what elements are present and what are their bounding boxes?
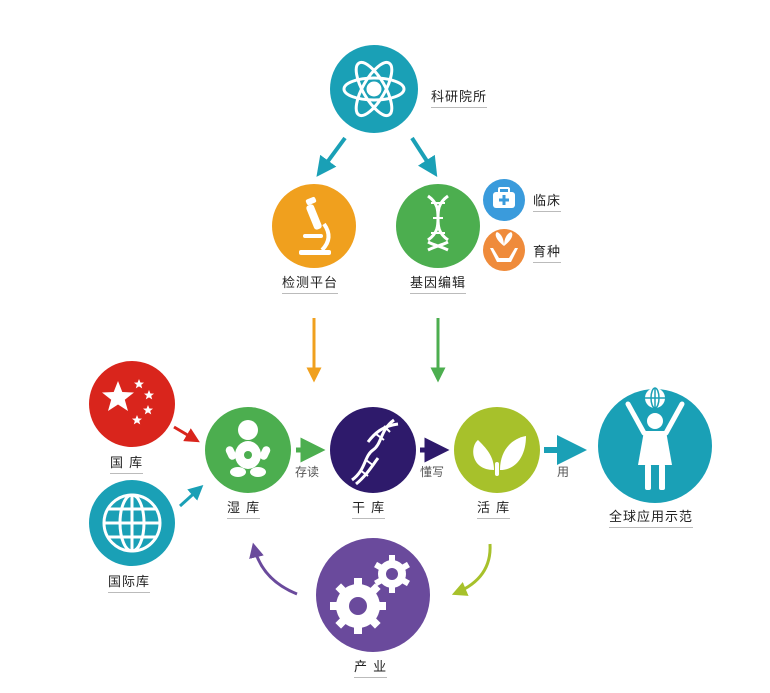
arrow-live-industry: [451, 543, 492, 596]
edge-label-store-read: 存读: [295, 465, 320, 479]
medical-kit-icon: [493, 187, 515, 208]
node-research: [330, 45, 418, 133]
node-international: [89, 480, 175, 566]
globe-icon: [102, 493, 162, 553]
label-wet: 湿 库: [227, 497, 261, 519]
sprout-hands-icon: [490, 232, 518, 262]
label-international: 国际库: [108, 571, 151, 593]
label-national: 国 库: [110, 452, 144, 474]
label-research: 科研院所: [431, 86, 488, 108]
gears-icon: [330, 555, 410, 634]
node-live: [454, 407, 540, 493]
label-breeding: 育种: [533, 241, 562, 263]
arrow-national-wet: [173, 425, 200, 443]
baby-icon: [225, 420, 271, 477]
node-breeding: [483, 229, 525, 271]
label-gene-editing: 基因编辑: [410, 272, 467, 294]
leaves-icon: [473, 436, 526, 476]
atom-icon: [342, 60, 406, 118]
node-clinical: [483, 179, 525, 221]
arrow-international-wet: [178, 484, 204, 508]
node-dry: [330, 407, 416, 493]
node-gene-editing: [396, 184, 480, 268]
person-globe-icon: [625, 387, 685, 490]
node-testing: [272, 184, 356, 268]
arrow-research-testing: [316, 136, 347, 177]
label-industry: 产 业: [354, 656, 388, 678]
node-national: [89, 361, 175, 447]
dna-icon: [351, 418, 399, 486]
node-global: [598, 387, 712, 503]
edge-label-use: 用: [557, 465, 570, 479]
arrow-industry-wet: [249, 542, 298, 596]
label-testing: 检测平台: [282, 272, 339, 294]
edge-label-understand-write: 懂写: [420, 465, 445, 479]
microscope-icon: [299, 196, 331, 255]
china-flag-icon: [102, 379, 154, 425]
node-industry: [316, 538, 430, 652]
label-live: 活 库: [477, 497, 511, 519]
label-dry: 干 库: [352, 497, 386, 519]
dna-icon: [427, 194, 449, 252]
arrow-research-gene: [410, 136, 438, 178]
node-wet: [205, 407, 291, 493]
label-clinical: 临床: [533, 190, 562, 212]
label-global: 全球应用示范: [609, 506, 694, 528]
